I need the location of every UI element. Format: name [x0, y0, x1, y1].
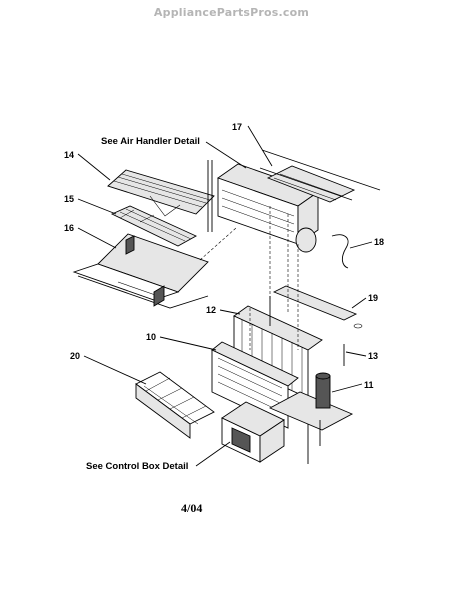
part-19-plate[interactable] — [272, 285, 363, 329]
callout-13[interactable]: 13 — [368, 351, 378, 361]
part-18-drain-tube[interactable] — [331, 234, 349, 269]
part-11-compressor[interactable] — [268, 372, 354, 464]
leader-lines — [77, 125, 373, 467]
part-17-rails[interactable] — [259, 149, 381, 203]
part-20-rear-grille[interactable] — [135, 371, 215, 439]
callout-10[interactable]: 10 — [146, 332, 156, 342]
control-box[interactable] — [221, 401, 285, 463]
air-handler-detail-callout[interactable]: See Air Handler Detail — [101, 136, 200, 147]
revision-date: 4/04 — [181, 501, 202, 515]
callout-11[interactable]: 11 — [364, 380, 374, 390]
callout-18[interactable]: 18 — [374, 237, 384, 247]
part-17-air-handler[interactable] — [207, 160, 319, 253]
callout-19[interactable]: 19 — [368, 293, 378, 303]
part-16-front-panel[interactable] — [72, 233, 209, 309]
callout-15[interactable]: 15 — [64, 194, 74, 204]
assembly-guides — [199, 206, 299, 350]
callout-20[interactable]: 20 — [70, 351, 80, 361]
callout-17[interactable]: 17 — [232, 122, 242, 132]
callout-12[interactable]: 12 — [206, 305, 216, 315]
part-15-filter[interactable] — [110, 205, 197, 247]
callout-16[interactable]: 16 — [64, 223, 74, 233]
callout-14[interactable]: 14 — [64, 150, 74, 160]
part-10-coil[interactable] — [211, 341, 299, 429]
control-box-detail-callout[interactable]: See Control Box Detail — [86, 461, 188, 472]
part-14-grille[interactable] — [107, 169, 215, 217]
watermark: AppliancePartsPros.com — [153, 6, 310, 19]
